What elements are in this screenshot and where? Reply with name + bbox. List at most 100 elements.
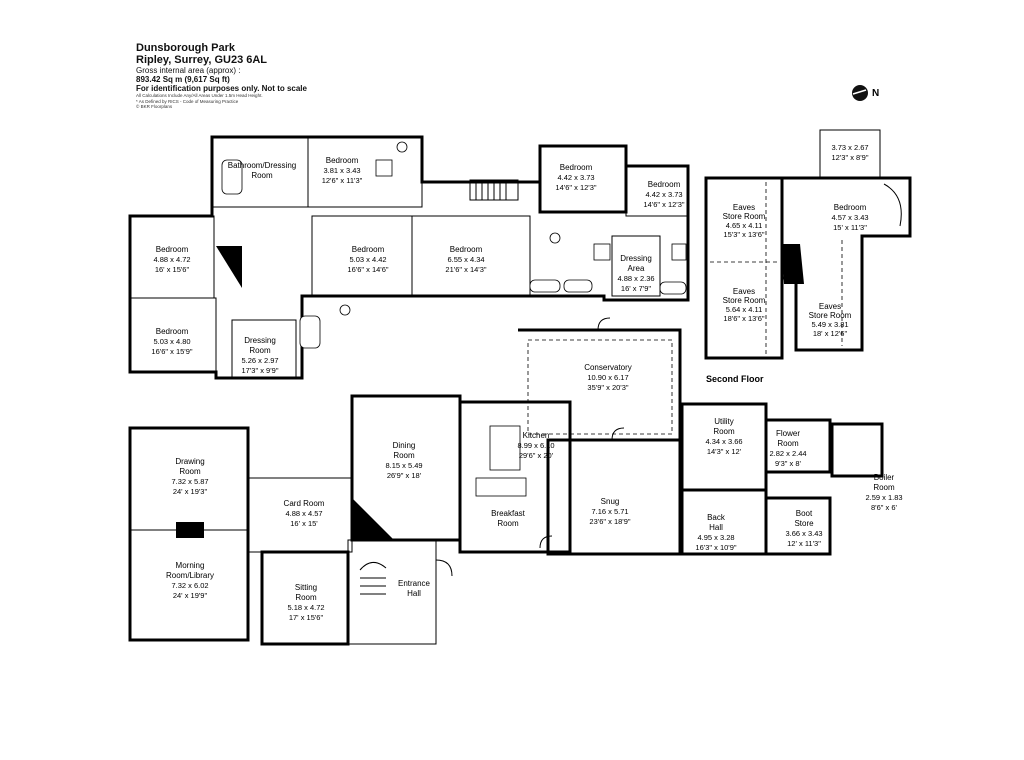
- dining-label-2: Room: [393, 451, 415, 460]
- drawing-dim-m: 7.32 x 5.87: [171, 477, 208, 486]
- morning-label-2: Room/Library: [166, 571, 214, 580]
- breakfast-label-1: Breakfast: [491, 509, 526, 518]
- boot-dim-ft: 12' x 11'3": [787, 539, 821, 548]
- kitchen-island: [489, 425, 521, 471]
- bedroom-c-walls: [625, 165, 689, 217]
- shower-1: [375, 159, 393, 177]
- bath-2: [563, 279, 593, 293]
- entrance-label-2: Hall: [407, 589, 421, 598]
- bath-3: [659, 281, 687, 295]
- dressing-area-dim-ft: 16' x 7'9": [621, 284, 651, 293]
- sitting-dim-ft: 17' x 15'6": [289, 613, 324, 622]
- sf-top-dim-m: 3.73 x 2.67: [831, 143, 868, 152]
- utility-dim-m: 4.34 x 3.66: [705, 437, 742, 446]
- ground-floor: Drawing Room 7.32 x 5.87 24' x 19'3" Mor…: [128, 317, 903, 646]
- bedroom-d-dim-m: 4.88 x 4.72: [153, 255, 190, 264]
- back-hall-dim-m: 4.95 x 3.28: [697, 533, 734, 542]
- dining-label-1: Dining: [393, 441, 416, 450]
- eaves1-label-2: Store Room: [723, 212, 766, 221]
- flower-label-1: Flower: [776, 429, 800, 438]
- sf-bedroom-label: Bedroom: [834, 203, 867, 212]
- flower-dim-m: 2.82 x 2.44: [769, 449, 806, 458]
- back-hall-label-1: Back: [707, 513, 726, 522]
- flower-walls: [764, 418, 832, 474]
- door-arcs: [435, 317, 625, 577]
- bedroom-f-dim-ft: 21'6" x 14'3": [445, 265, 486, 274]
- bathroom-dressing-label-1: Bathroom/Dressing: [228, 161, 296, 170]
- boiler-dim-m: 2.59 x 1.83: [865, 493, 902, 502]
- card-dim-ft: 16' x 15': [290, 519, 318, 528]
- bedroom-e-dim-ft: 16'6" x 14'6": [347, 265, 388, 274]
- utility-label-1: Utility: [714, 417, 734, 426]
- dining-dim-m: 8.15 x 5.49: [385, 461, 422, 470]
- dressing-room-dim-m: 5.26 x 2.97: [241, 356, 278, 365]
- utility-dim-ft: 14'3" x 12': [707, 447, 742, 456]
- property-name: Dunsborough Park: [136, 42, 236, 54]
- morning-dim-m: 7.32 x 6.02: [171, 581, 208, 590]
- snug-dim-ft: 23'6" x 18'9": [589, 517, 630, 526]
- bedroom-g-dim-m: 5.03 x 4.80: [153, 337, 190, 346]
- bedroom-e-label: Bedroom: [352, 245, 385, 254]
- drawing-dim-ft: 24' x 19'3": [173, 487, 208, 496]
- wc-2: [549, 232, 561, 244]
- entrance-label-1: Entrance: [398, 579, 431, 588]
- bedroom-c-dim-m: 4.42 x 3.73: [645, 190, 682, 199]
- chimney-1: [216, 246, 242, 288]
- drawing-label-2: Room: [179, 467, 201, 476]
- second-floor-label: Second Floor: [706, 374, 764, 384]
- boiler-label-1: Boiler: [874, 473, 895, 482]
- snug-label: Snug: [601, 497, 620, 506]
- eaves2-label-2: Store Room: [723, 296, 766, 305]
- eaves2-label-1: Eaves: [733, 287, 755, 296]
- sf-top-dim-ft: 12'3" x 8'9": [832, 153, 869, 162]
- bedroom-c-dim-ft: 14'6" x 12'3": [643, 200, 684, 209]
- bedroom-a-walls: [307, 136, 423, 208]
- bedroom-a-label: Bedroom: [326, 156, 359, 165]
- eaves3-dim-m: 5.49 x 3.81: [811, 320, 848, 329]
- conservatory-dim-m: 10.90 x 6.17: [587, 373, 628, 382]
- sf-bedroom-dim-ft: 15' x 11'3": [833, 223, 867, 232]
- rics-note: * As Defined by RICS - Code of Measuring…: [136, 98, 239, 104]
- dressing-room-label-2: Room: [249, 346, 271, 355]
- eaves1-label-1: Eaves: [733, 203, 755, 212]
- boot-dim-m: 3.66 x 3.43: [785, 529, 822, 538]
- bedroom-e-dim-m: 5.03 x 4.42: [349, 255, 386, 264]
- bedroom-d-label: Bedroom: [156, 245, 189, 254]
- eaves3-label-1: Eaves: [819, 302, 841, 311]
- shower-3: [671, 243, 687, 261]
- drawing-label-1: Drawing: [175, 457, 204, 466]
- bathroom-dressing-label-2: Room: [251, 171, 273, 180]
- conservatory-dim-ft: 35'9" x 20'3": [587, 383, 628, 392]
- bedroom-g-label: Bedroom: [156, 327, 189, 336]
- wc-1: [396, 141, 408, 153]
- calc-note: All Calculations Include Any/All Areas U…: [136, 93, 263, 98]
- bath-1: [529, 279, 561, 293]
- wc-3: [339, 304, 351, 316]
- flower-label-2: Room: [777, 439, 799, 448]
- first-floor: Bathroom/Dressing Room Bedroom 3.81 x 3.…: [128, 135, 690, 380]
- chimney-3: [352, 498, 394, 540]
- bedroom-b-dim-ft: 14'6" x 12'3": [555, 183, 596, 192]
- kitchen-table: [475, 477, 527, 497]
- eaves3-label-2: Store Room: [809, 311, 852, 320]
- kitchen-walls: [458, 400, 572, 554]
- conservatory-roof: [527, 339, 673, 435]
- sf-stair: [883, 183, 902, 227]
- area-value: 893.42 Sq m (9,617 Sq ft): [136, 75, 230, 84]
- boot-store-walls: [764, 496, 832, 556]
- second-floor-outline-2: [782, 176, 912, 352]
- bedroom-b-label: Bedroom: [560, 163, 593, 172]
- shower-2: [593, 243, 611, 261]
- eaves1-dim-ft: 15'3" x 13'6": [723, 230, 764, 239]
- eaves1-dim-m: 4.65 x 4.11: [726, 221, 763, 230]
- morning-dim-ft: 24' x 19'9": [173, 591, 208, 600]
- main-stair: [359, 562, 387, 595]
- dressing-room-walls: [231, 319, 297, 379]
- kitchen-dim-ft: 29'6" x 20': [519, 451, 554, 460]
- second-floor-outline-1: [704, 176, 784, 360]
- chimney-2: [176, 522, 204, 538]
- bedroom-d-dim-ft: 16' x 15'6": [155, 265, 190, 274]
- stair-treads: [475, 180, 507, 200]
- boiler-dim-ft: 8'6" x 6': [871, 503, 898, 512]
